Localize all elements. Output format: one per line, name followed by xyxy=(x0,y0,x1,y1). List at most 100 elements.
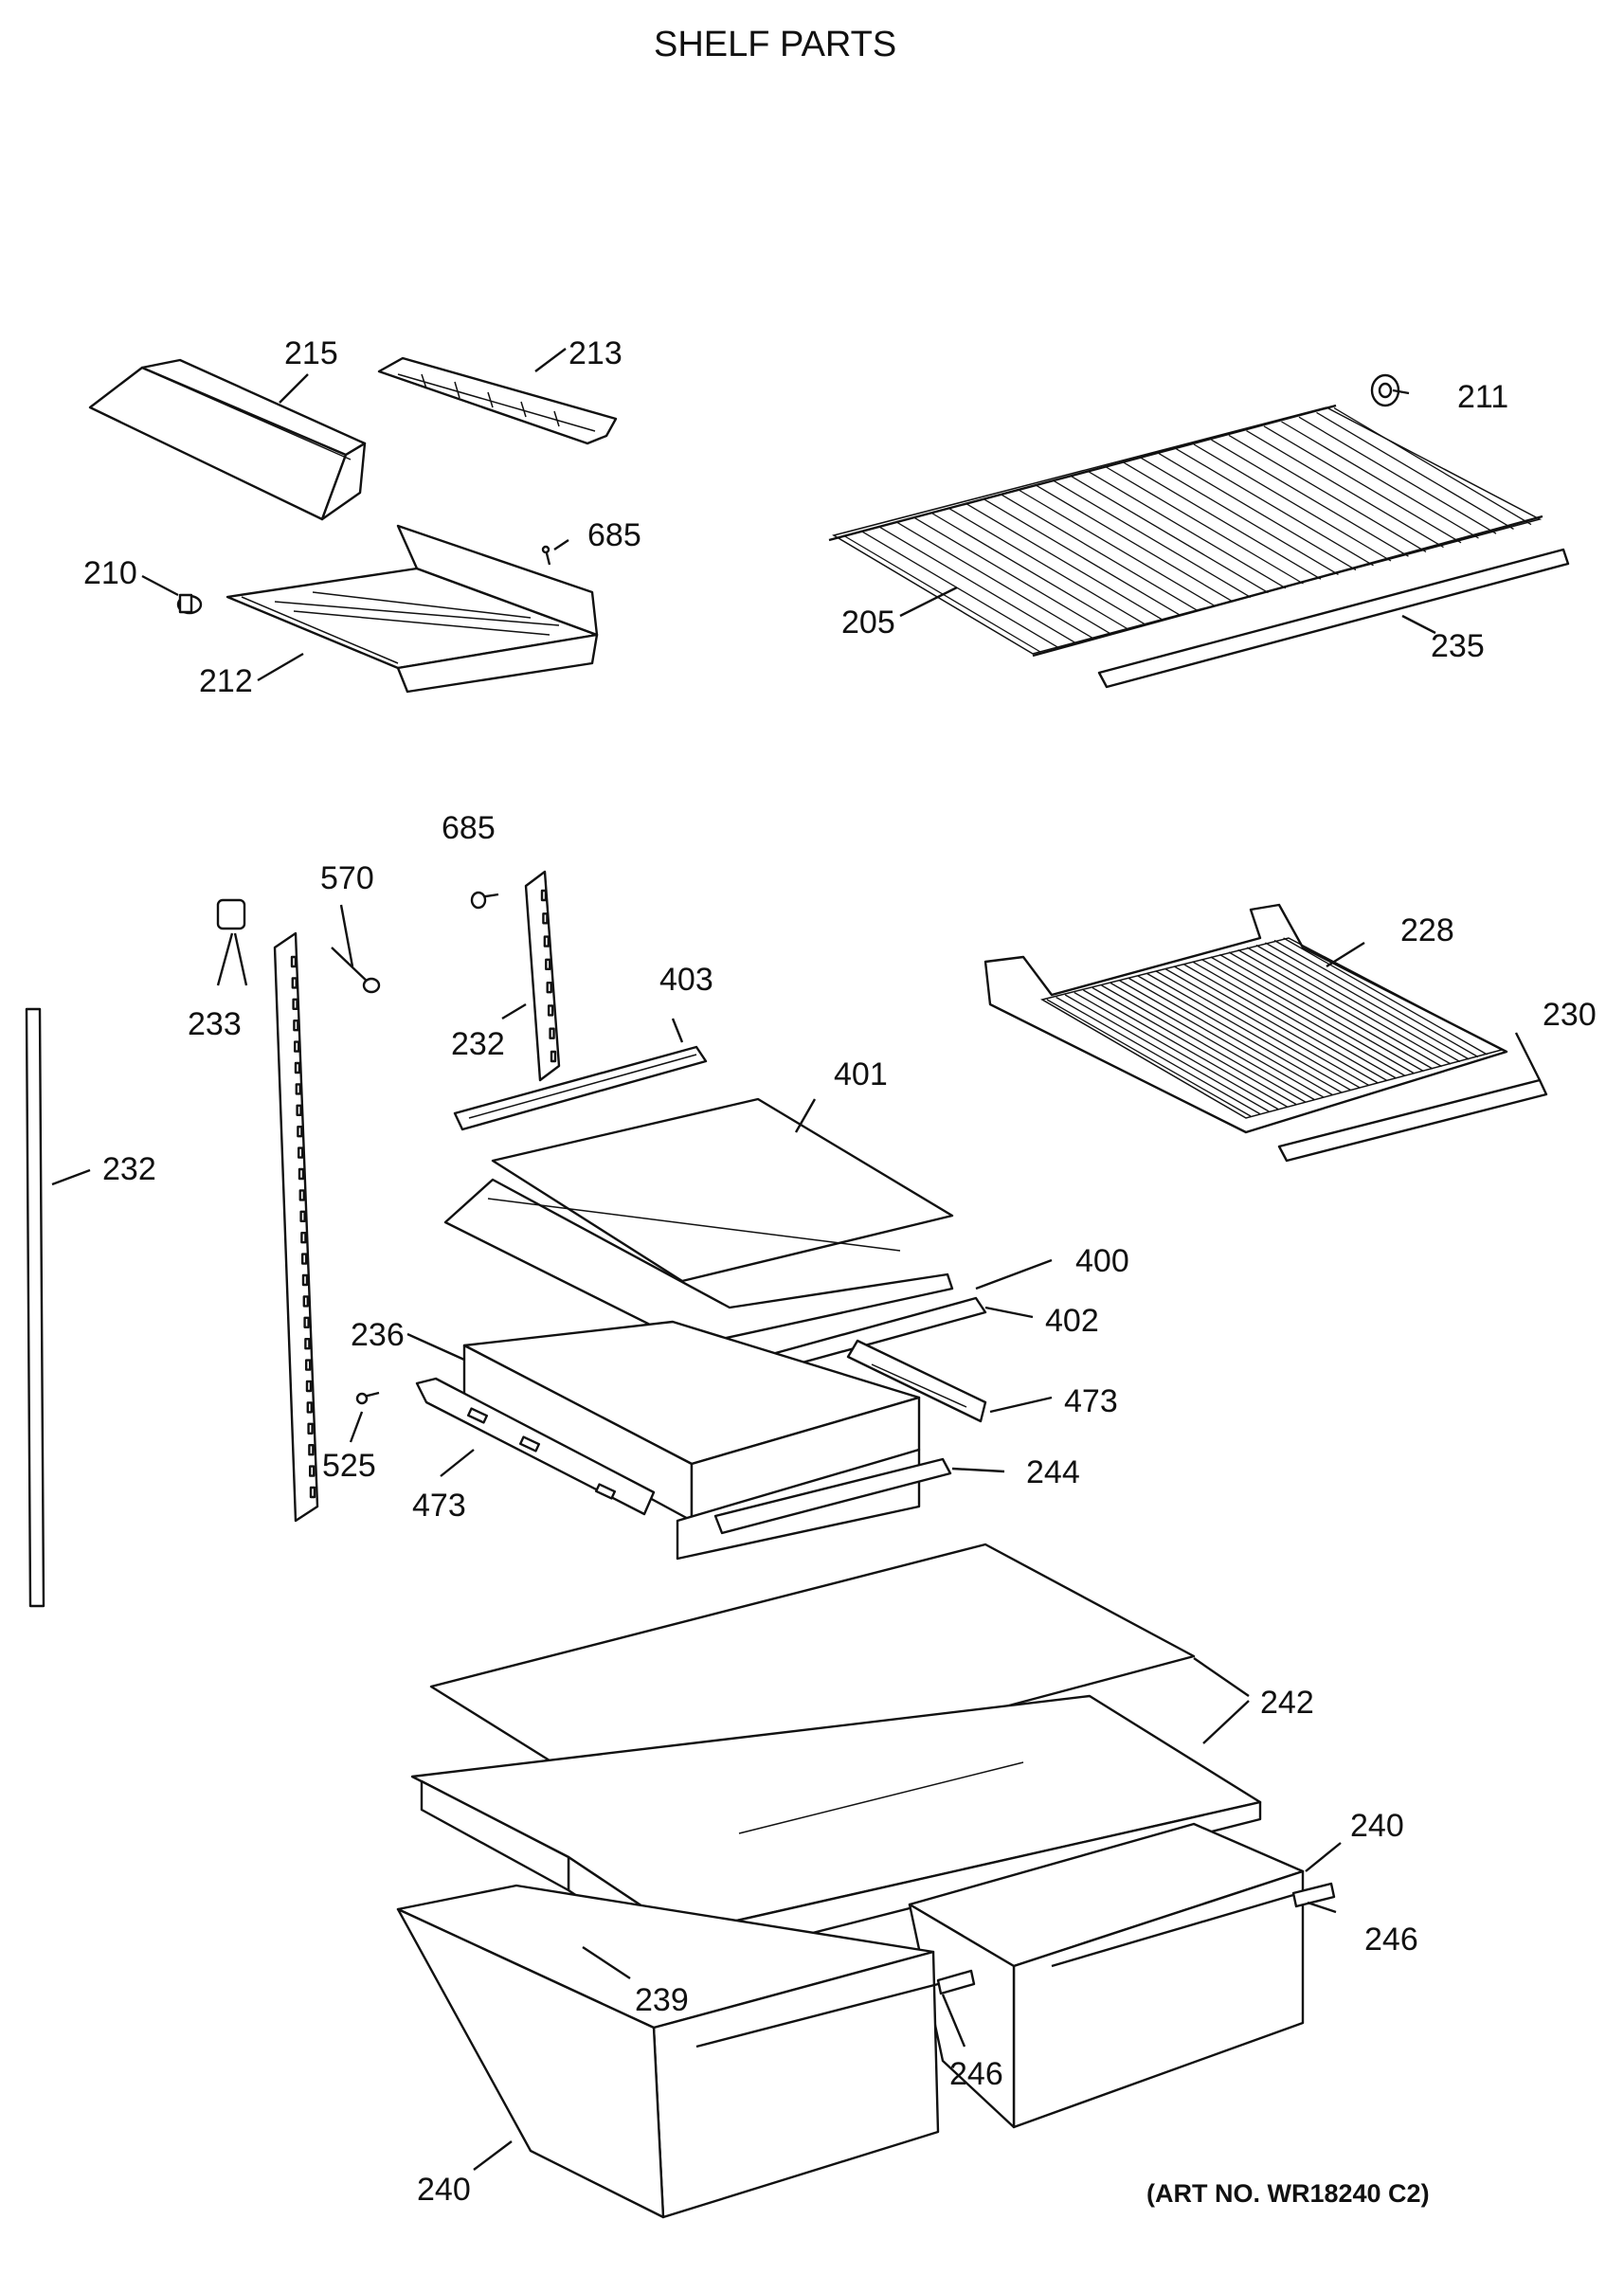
rail-slot xyxy=(547,1004,554,1017)
wire-rod xyxy=(1101,984,1306,1103)
rail-slot xyxy=(309,1486,316,1499)
art-number: (ART NO. WR18240 C2) xyxy=(1146,2179,1430,2208)
wire-rod xyxy=(1283,937,1488,1056)
wire-rod xyxy=(930,512,1128,630)
wire-rod xyxy=(1298,416,1497,534)
part-232-upper-rail xyxy=(524,870,561,1082)
wire-rod xyxy=(1200,958,1406,1077)
wire-rod xyxy=(1036,484,1234,603)
part-246-handles xyxy=(936,1882,1336,1995)
callout-240: 240 xyxy=(1350,1808,1404,1844)
wire-rod xyxy=(1246,947,1452,1065)
wire-rod xyxy=(1219,953,1424,1073)
wire-rod xyxy=(1137,975,1343,1093)
callout-228: 228 xyxy=(1400,912,1454,948)
rail-slot xyxy=(307,1422,314,1435)
rail-slot xyxy=(545,958,551,971)
wire-rod xyxy=(1281,421,1479,539)
rail-slot xyxy=(298,1146,304,1159)
callout-244: 244 xyxy=(1026,1454,1080,1490)
wire-rod xyxy=(1074,991,1279,1110)
callout-473: 473 xyxy=(412,1488,466,1524)
part-473-right-rail xyxy=(846,1339,987,1423)
rail-slot xyxy=(293,1019,299,1032)
part-230-trim xyxy=(1277,1078,1548,1163)
wire-rod xyxy=(1158,453,1357,571)
wire-rod xyxy=(1106,466,1304,585)
callout-235: 235 xyxy=(1431,628,1485,664)
callout-230: 230 xyxy=(1543,997,1597,1033)
rail-slot xyxy=(300,1231,307,1244)
part-210-knob xyxy=(176,593,203,615)
callout-246: 246 xyxy=(1364,1922,1418,1958)
wire-rod xyxy=(912,516,1111,635)
wire-rod xyxy=(1146,972,1351,1092)
wire-rod xyxy=(1333,407,1532,526)
leader-lines xyxy=(51,348,1542,2171)
part-240-right-drawer xyxy=(908,1822,1305,2129)
part-240-left-drawer xyxy=(396,1884,972,2219)
callout-685: 685 xyxy=(442,810,496,846)
rail-slot xyxy=(301,1273,309,1287)
callout-233: 233 xyxy=(188,1006,242,1042)
rail-slot xyxy=(292,998,298,1011)
wire-rod xyxy=(983,498,1182,617)
wire-rod xyxy=(1141,457,1339,575)
rail-slot xyxy=(294,1040,300,1053)
part-215-bin xyxy=(88,358,367,521)
callout-232: 232 xyxy=(451,1026,505,1062)
wire-rod xyxy=(1056,996,1260,1115)
wire-rod xyxy=(947,507,1146,625)
rail-slot xyxy=(298,1189,305,1201)
part-205-wire-shelf xyxy=(828,404,1543,658)
wire-rod xyxy=(1164,967,1370,1087)
wire-rod xyxy=(1237,948,1442,1068)
wire-rod xyxy=(1210,956,1416,1074)
wire-rod xyxy=(1176,448,1374,567)
callout-211: 211 xyxy=(1457,379,1508,415)
rail-slot xyxy=(299,1210,306,1223)
rail-slot xyxy=(543,935,550,948)
wire-rod xyxy=(1174,966,1379,1084)
wire-rod xyxy=(1018,489,1217,607)
rail-slot xyxy=(306,1401,313,1414)
rail-slot xyxy=(305,1380,313,1393)
rail-slot xyxy=(546,981,552,994)
part-242-crisper-frame xyxy=(410,1694,1262,1968)
wire-rod xyxy=(1182,963,1388,1082)
wire-rod xyxy=(1088,471,1287,589)
wire-rod xyxy=(1228,951,1434,1070)
callout-402: 402 xyxy=(1045,1303,1099,1339)
callout-246: 246 xyxy=(949,2056,1003,2092)
rail-slot xyxy=(303,1316,310,1329)
wire-rod xyxy=(1265,942,1470,1060)
callout-401: 401 xyxy=(834,1056,888,1092)
rail-slot xyxy=(297,1125,303,1138)
callout-232: 232 xyxy=(102,1151,156,1187)
part-233-clip xyxy=(216,898,246,930)
callout-400: 400 xyxy=(1075,1243,1129,1279)
callout-242: 242 xyxy=(1260,1685,1314,1721)
part-213-ice-tray xyxy=(377,356,618,445)
wire-rod xyxy=(1001,494,1199,612)
callout-685: 685 xyxy=(587,517,641,553)
rail-slot xyxy=(301,1253,308,1265)
callout-403: 403 xyxy=(659,962,713,998)
part-685-screw-top xyxy=(541,545,551,566)
part-232-middle-rail xyxy=(273,931,319,1523)
wire-rod xyxy=(895,521,1093,640)
callout-473: 473 xyxy=(1064,1383,1118,1419)
rail-slot xyxy=(298,1167,305,1181)
rail-slot xyxy=(295,1083,301,1095)
wire-rod xyxy=(1316,411,1514,530)
wire-rod xyxy=(1071,476,1269,594)
wire-rod xyxy=(1110,982,1315,1101)
wire-rod xyxy=(1246,430,1444,549)
rail-slot xyxy=(540,889,548,902)
rail-slot xyxy=(290,955,298,968)
part-244-trim xyxy=(713,1457,952,1535)
wire-rod xyxy=(1273,939,1479,1058)
part-525-screw xyxy=(355,1391,380,1405)
rail-slot xyxy=(302,1295,309,1308)
